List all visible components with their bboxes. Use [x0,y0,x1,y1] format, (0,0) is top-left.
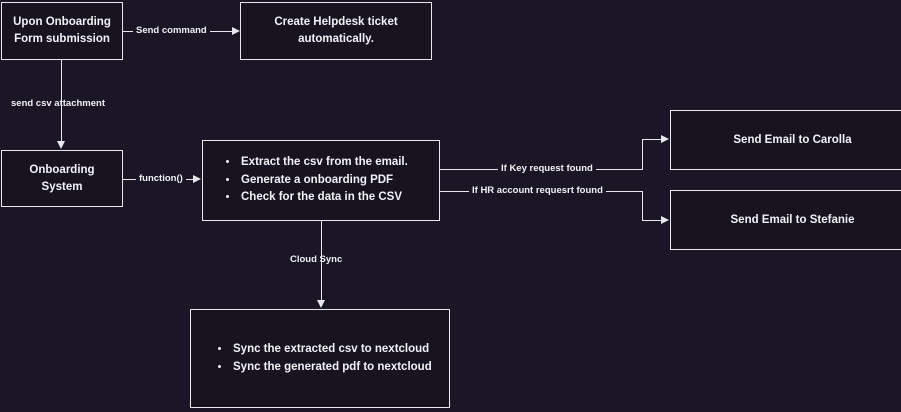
edge-label-send-csv-attachment: send csv attachment [11,98,105,109]
node-onboarding-form[interactable]: Upon Onboarding Form submission [1,2,123,60]
list-item: Sync the extracted csv to nextcloud [231,341,432,359]
edge-cloud-sync-arrowhead [317,300,325,308]
node-email-stefanie-label: Send Email to Stefanie [730,213,855,226]
edge-send-csv-line [61,60,62,142]
node-onboarding-system[interactable]: Onboarding System [1,150,123,207]
list-item: Generate a onboarding PDF [239,172,408,190]
list-item: Extract the csv from the email. [239,154,408,172]
edge-cloud-sync-line [321,221,322,301]
node-email-stefanie[interactable]: Send Email to Stefanie [670,190,901,250]
edge-hr-request-line-h2 [642,220,663,221]
edge-label-send-command: Send command [133,25,210,37]
edge-label-key-request: If Key request found [498,163,596,175]
node-onboarding-system-label: Onboarding System [29,163,95,193]
node-email-carolla-label: Send Email to Carolla [733,133,852,146]
edge-key-request-line-v [642,139,643,170]
edge-function-arrowhead [193,175,201,183]
edge-label-function: function() [136,173,186,185]
edge-label-cloud-sync: Cloud Sync [290,254,343,265]
edge-key-request-line-h2 [642,139,663,140]
edge-hr-request-arrowhead [661,216,669,224]
node-process-csv-list: Extract the csv from the email. Generate… [221,154,408,207]
node-cloud-sync-tasks[interactable]: Sync the extracted csv to nextcloud Sync… [190,309,450,408]
edge-send-command-arrowhead [232,27,240,35]
node-helpdesk-ticket[interactable]: Create Helpdesk ticket automatically. [240,2,432,60]
list-item: Sync the generated pdf to nextcloud [231,359,432,377]
node-helpdesk-ticket-label: Create Helpdesk ticket automatically. [274,16,398,45]
node-process-csv[interactable]: Extract the csv from the email. Generate… [202,140,440,221]
list-item: Check for the data in the CSV [239,189,408,207]
edge-hr-request-line-v [642,191,643,220]
node-onboarding-form-label: Upon Onboarding Form submission [13,16,111,45]
edge-label-hr-request: If HR account requesrt found [469,185,606,197]
edge-key-request-arrowhead [661,135,669,143]
edge-send-csv-arrowhead [57,141,65,149]
node-cloud-sync-tasks-list: Sync the extracted csv to nextcloud Sync… [213,341,432,377]
node-email-carolla[interactable]: Send Email to Carolla [670,110,901,170]
